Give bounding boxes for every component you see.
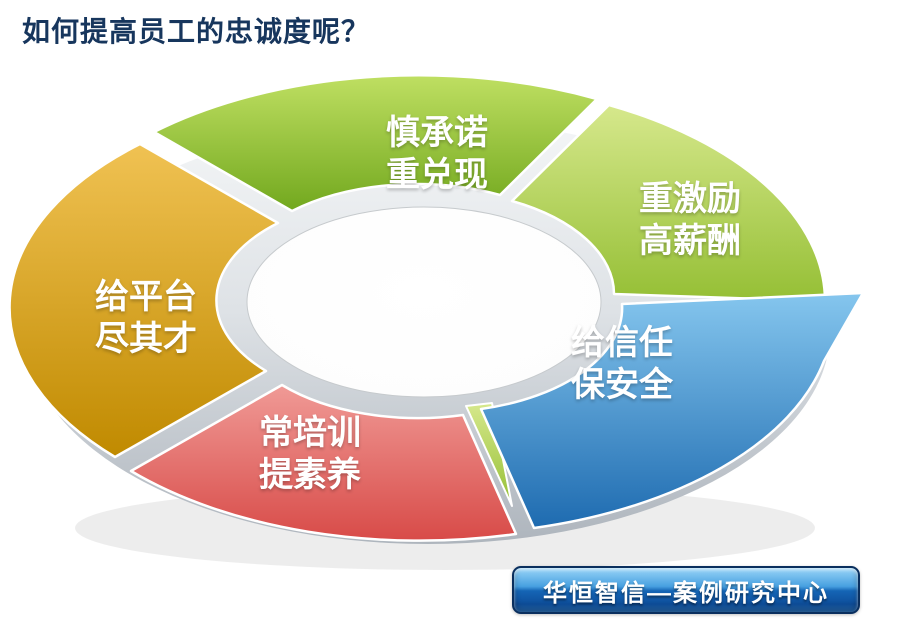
brand-badge: 华恒智信—案例研究中心 (512, 566, 860, 614)
donut-hole (246, 206, 602, 398)
brand-badge-label: 华恒智信—案例研究中心 (543, 579, 829, 607)
page-title: 如何提高员工的忠诚度呢？ (22, 16, 371, 47)
segment-promise (152, 74, 599, 213)
segment-incentive (510, 103, 827, 303)
segment-platform (8, 142, 280, 459)
segment-training (129, 383, 518, 542)
segment-trust-arrow (479, 291, 865, 530)
